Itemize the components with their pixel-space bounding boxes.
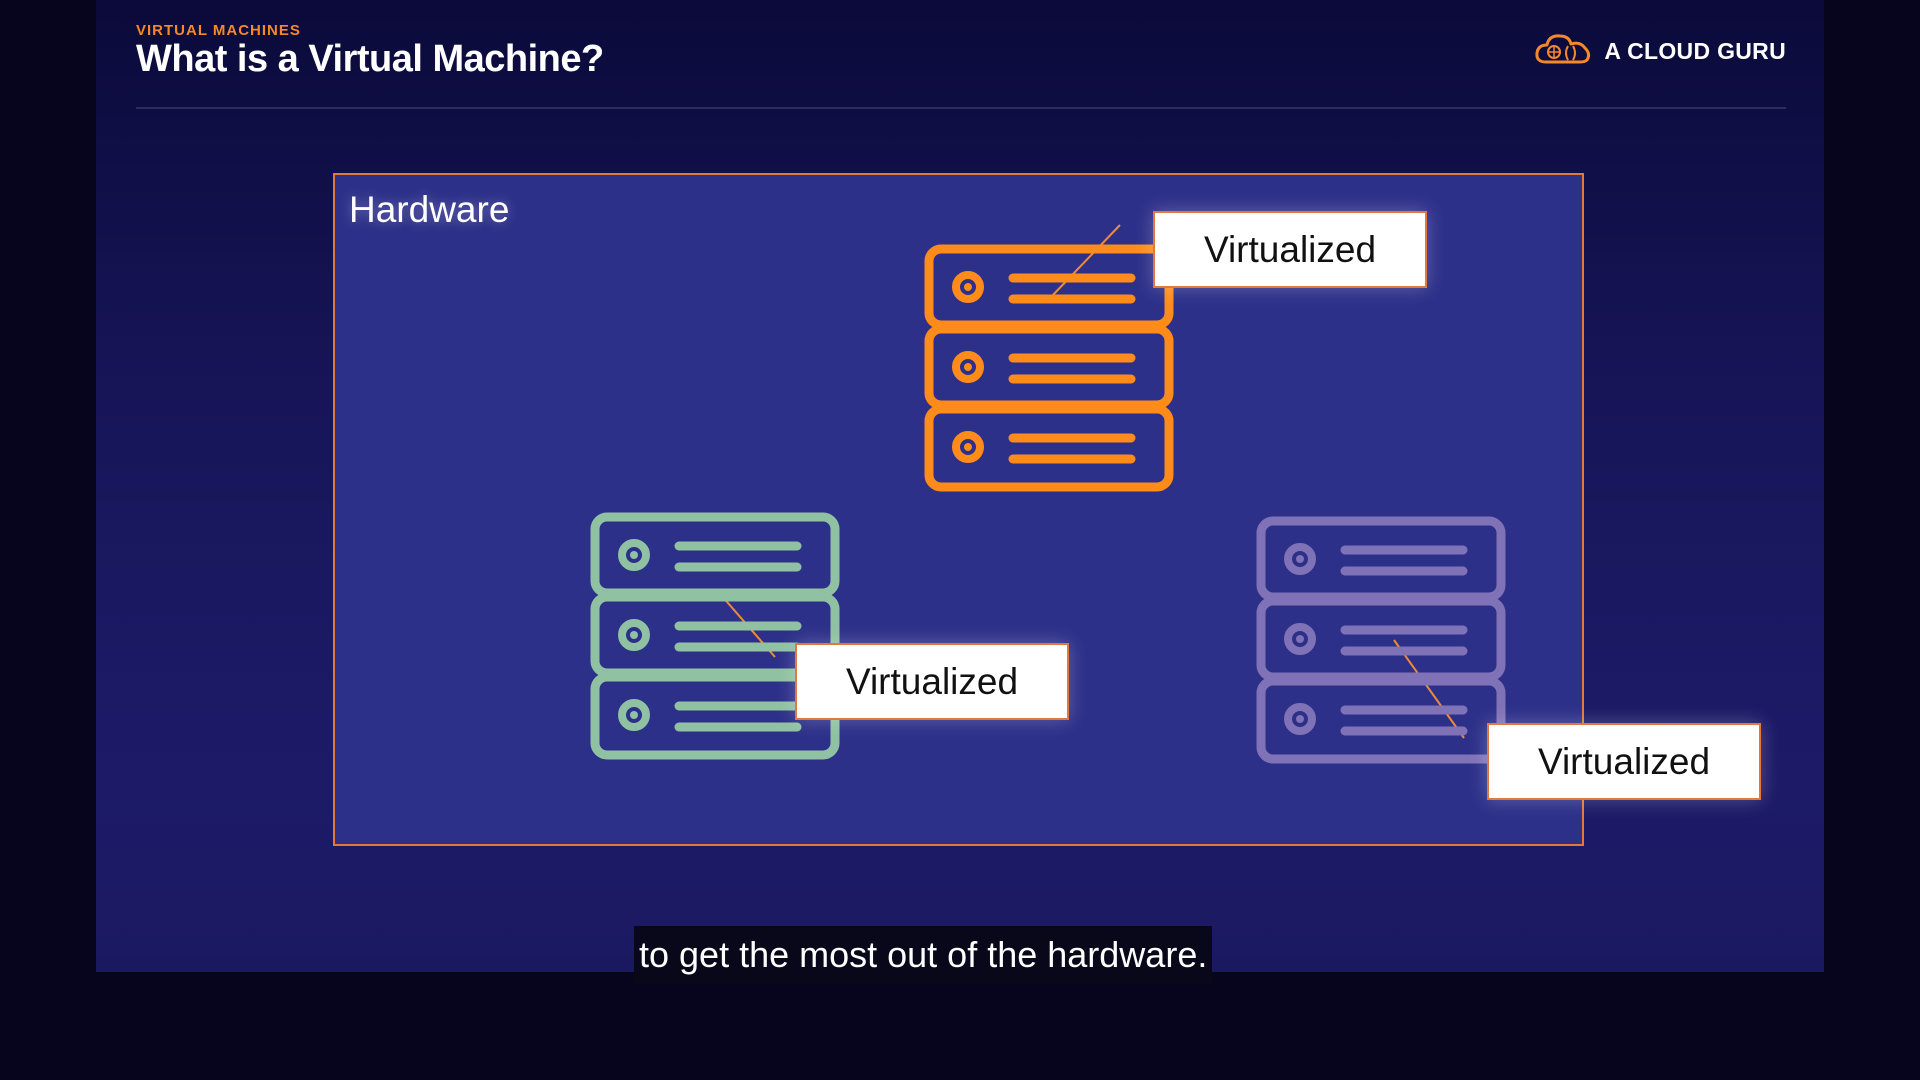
server-orange (923, 243, 1175, 498)
brand-logo: A CLOUD GURU (1534, 32, 1786, 71)
virtualized-label-orange: Virtualized (1153, 211, 1427, 288)
virtualized-label-green: Virtualized (795, 643, 1069, 720)
server-purple (1255, 515, 1507, 770)
brand-name: A CLOUD GURU (1604, 38, 1786, 64)
hardware-container: Hardware (333, 173, 1584, 846)
server-rack-icon (924, 244, 1174, 492)
subtitle-caption: to get the most out of the hardware. (634, 926, 1213, 984)
connector-purple (1393, 639, 1465, 739)
virtualized-label-purple: Virtualized (1487, 723, 1761, 800)
slide-title: What is a Virtual Machine? (136, 38, 604, 80)
slide-kicker: VIRTUAL MACHINES (136, 22, 301, 39)
hardware-label: Hardware (349, 189, 510, 230)
server-rack-icon (1256, 516, 1506, 764)
server-green (589, 511, 841, 766)
server-rack-icon (590, 512, 840, 760)
connector-orange (1051, 224, 1121, 297)
cloud-logo-icon (1534, 32, 1592, 71)
header-divider (136, 107, 1786, 109)
slide: VIRTUAL MACHINES What is a Virtual Machi… (96, 0, 1824, 972)
